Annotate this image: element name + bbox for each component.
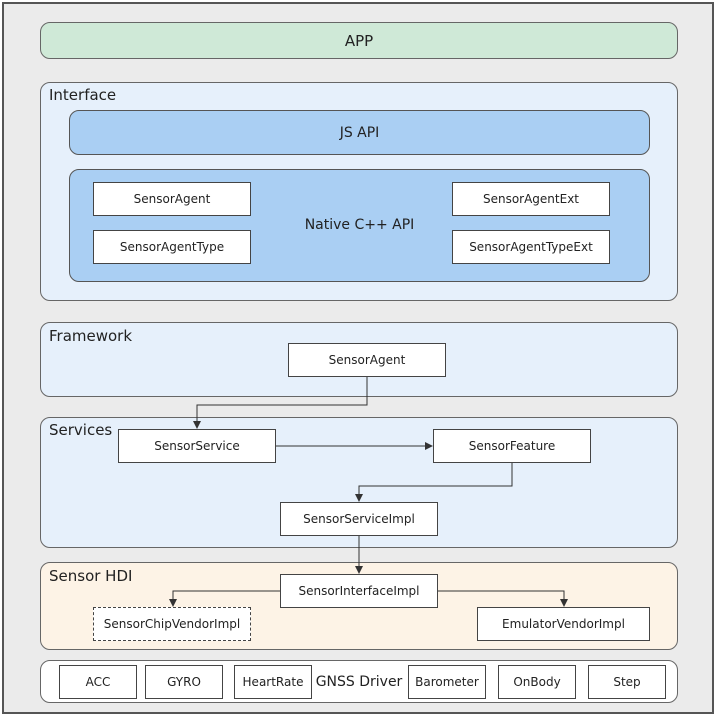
- sensor-chip-vendor-impl-box: SensorChipVendorImpl: [93, 607, 251, 641]
- services-title: Services: [49, 421, 113, 439]
- driver-onbody: OnBody: [498, 665, 576, 699]
- js-api-label: JS API: [339, 124, 380, 141]
- app-layer: APP: [40, 22, 678, 59]
- driver-step: Step: [588, 665, 666, 699]
- native-sensor-agent-type: SensorAgentType: [93, 230, 251, 264]
- sensor-service-box: SensorService: [118, 429, 276, 463]
- sensor-service-impl-box: SensorServiceImpl: [280, 502, 438, 536]
- driver-barometer: Barometer: [408, 665, 486, 699]
- framework-title: Framework: [49, 327, 133, 345]
- native-sensor-agent-type-ext: SensorAgentTypeExt: [452, 230, 610, 264]
- native-api-label: Native C++ API: [304, 217, 415, 233]
- sensor-hdi-title: Sensor HDI: [49, 567, 133, 585]
- app-label: APP: [344, 31, 374, 50]
- interface-title: Interface: [49, 86, 117, 104]
- driver-acc: ACC: [59, 665, 137, 699]
- driver-heartrate: HeartRate: [234, 665, 312, 699]
- emulator-vendor-impl-box: EmulatorVendorImpl: [477, 607, 650, 641]
- js-api-block: JS API: [69, 110, 650, 155]
- sensor-feature-box: SensorFeature: [433, 429, 591, 463]
- driver-gyro: GYRO: [145, 665, 223, 699]
- sensor-interface-impl-box: SensorInterfaceImpl: [280, 574, 438, 608]
- native-sensor-agent: SensorAgent: [93, 182, 251, 216]
- native-sensor-agent-ext: SensorAgentExt: [452, 182, 610, 216]
- driver-gnss-label: GNSS Driver: [315, 674, 403, 690]
- framework-sensor-agent: SensorAgent: [288, 343, 446, 377]
